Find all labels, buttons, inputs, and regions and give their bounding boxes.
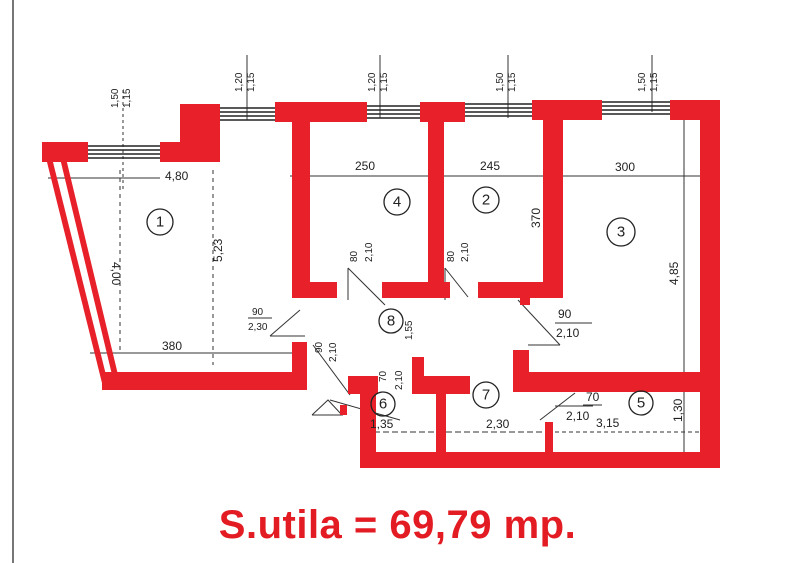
svg-text:2,30: 2,30 xyxy=(486,417,510,431)
room-4-marker xyxy=(383,188,411,216)
svg-text:5,23: 5,23 xyxy=(211,238,225,262)
svg-text:1,15: 1,15 xyxy=(246,72,257,92)
svg-text:2,30: 2,30 xyxy=(248,322,268,333)
room-7-marker xyxy=(472,381,500,409)
svg-text:1,30: 1,30 xyxy=(671,398,685,422)
svg-text:80: 80 xyxy=(349,250,360,262)
svg-text:7: 7 xyxy=(482,387,490,404)
window-2 xyxy=(220,107,275,121)
svg-text:1,55: 1,55 xyxy=(404,320,415,340)
svg-text:1,35: 1,35 xyxy=(370,417,394,431)
svg-text:2,10: 2,10 xyxy=(328,342,339,362)
window-4 xyxy=(465,103,532,117)
svg-text:1,15: 1,15 xyxy=(649,72,660,92)
svg-text:370: 370 xyxy=(529,208,543,228)
svg-text:1,50: 1,50 xyxy=(495,72,506,92)
svg-text:4: 4 xyxy=(393,194,401,211)
svg-text:2,10: 2,10 xyxy=(460,242,471,262)
svg-text:4,80: 4,80 xyxy=(165,169,189,183)
svg-text:300: 300 xyxy=(615,160,635,174)
svg-text:3,15: 3,15 xyxy=(596,416,620,430)
svg-text:1,15: 1,15 xyxy=(507,72,518,92)
svg-text:1,20: 1,20 xyxy=(367,72,378,92)
room-numbers xyxy=(146,186,654,417)
svg-text:90: 90 xyxy=(314,341,325,353)
svg-text:1,50: 1,50 xyxy=(110,88,121,108)
svg-text:8: 8 xyxy=(387,313,395,330)
svg-text:3: 3 xyxy=(617,224,625,241)
room-number-labels: 1 4 2 3 8 6 7 5 xyxy=(156,192,645,413)
svg-text:1,15: 1,15 xyxy=(379,72,390,92)
svg-text:80: 80 xyxy=(446,250,457,262)
svg-text:2,10: 2,10 xyxy=(364,242,375,262)
room-1-marker xyxy=(146,208,174,236)
svg-text:250: 250 xyxy=(355,159,375,173)
room-6-marker xyxy=(370,391,396,417)
door-dims: 90 2,30 80 2,10 80 2,10 90 2,10 90 2,10 … xyxy=(248,242,600,423)
svg-text:5: 5 xyxy=(637,395,645,412)
room-2-marker xyxy=(472,186,500,214)
svg-text:2,10: 2,10 xyxy=(394,370,405,390)
window-dims: 1,50 1,15 1,20 1,15 1,20 1,15 1,50 1,15 … xyxy=(110,72,660,108)
svg-text:4,00: 4,00 xyxy=(109,262,123,286)
usable-area-summary: S.utila = 69,79 mp. xyxy=(218,503,577,547)
svg-text:90: 90 xyxy=(558,307,572,321)
window-3 xyxy=(367,105,420,119)
walls xyxy=(42,100,720,468)
room-5-marker xyxy=(628,390,654,416)
room-dims: 4,80 5,23 4,00 380 250 245 370 300 4,85 … xyxy=(109,159,685,431)
svg-text:1,15: 1,15 xyxy=(122,88,133,108)
room-3-marker xyxy=(606,217,636,247)
window-1 xyxy=(88,145,160,159)
svg-text:6: 6 xyxy=(379,396,387,413)
svg-text:4,85: 4,85 xyxy=(667,261,681,285)
svg-text:245: 245 xyxy=(480,159,500,173)
svg-text:1,20: 1,20 xyxy=(234,72,245,92)
svg-text:90: 90 xyxy=(252,307,264,318)
svg-text:380: 380 xyxy=(162,339,182,353)
svg-text:1,50: 1,50 xyxy=(637,72,648,92)
room-8-marker xyxy=(378,308,404,334)
window-5 xyxy=(602,101,670,115)
scan-edge-line xyxy=(12,0,14,563)
svg-text:70: 70 xyxy=(586,390,600,404)
windows xyxy=(88,101,670,159)
svg-text:2,10: 2,10 xyxy=(566,409,590,423)
svg-text:1: 1 xyxy=(156,214,164,231)
svg-text:2,10: 2,10 xyxy=(556,326,580,340)
svg-text:70: 70 xyxy=(378,370,389,382)
svg-text:2: 2 xyxy=(482,192,490,209)
